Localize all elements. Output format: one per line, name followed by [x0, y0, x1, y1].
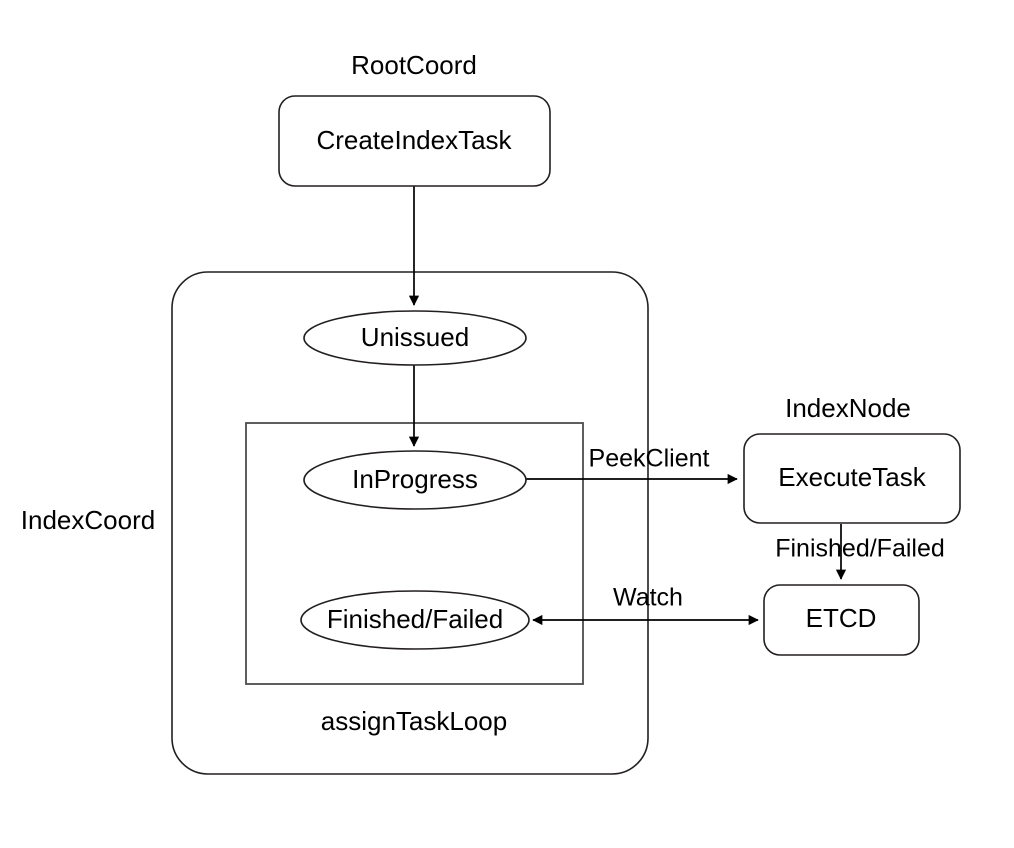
node-execute-task[interactable]: ExecuteTask [743, 433, 961, 524]
node-finished-failed[interactable]: Finished/Failed [300, 590, 530, 650]
edge-execute-task-to-etcd: Finished/Failed [775, 524, 945, 580]
group-index-coord: IndexCoord [21, 271, 649, 775]
finished-failed-label: Finished/Failed [327, 604, 503, 634]
etcd-label: ETCD [806, 603, 877, 633]
edge-label-finished-failed: Finished/Failed [775, 535, 945, 563]
node-create-index-task[interactable]: CreateIndexTask [278, 95, 551, 187]
etcd-box[interactable] [763, 584, 920, 656]
unissued-label: Unissued [361, 322, 469, 352]
edge-label-peekclient: PeekClient [589, 445, 710, 473]
unissued-ellipse[interactable] [303, 310, 527, 366]
node-etcd[interactable]: ETCD [763, 584, 920, 656]
finished-failed-ellipse[interactable] [300, 590, 530, 650]
edge-inprogress-to-execute-task: PeekClient [525, 445, 738, 485]
create-index-task-box[interactable] [278, 95, 551, 187]
in-progress-label: InProgress [352, 464, 478, 494]
execute-task-label: ExecuteTask [778, 462, 926, 492]
in-progress-ellipse[interactable] [303, 450, 527, 510]
node-in-progress[interactable]: InProgress [303, 450, 527, 510]
edge-label-watch: Watch [613, 584, 683, 612]
index-coord-label: IndexCoord [21, 505, 155, 535]
node-index-node: IndexNode [785, 393, 911, 423]
assign-task-loop-label: assignTaskLoop [321, 706, 507, 736]
execute-task-box[interactable] [743, 433, 961, 524]
root-coord-label: RootCoord [351, 50, 477, 80]
create-index-task-label: CreateIndexTask [316, 125, 512, 155]
index-node-label: IndexNode [785, 393, 911, 423]
node-unissued[interactable]: Unissued [303, 310, 527, 366]
index-coord-boundary [171, 271, 649, 775]
edge-etcd-to-finished-failed: Watch [532, 584, 759, 626]
node-root-coord: RootCoord [351, 50, 477, 80]
